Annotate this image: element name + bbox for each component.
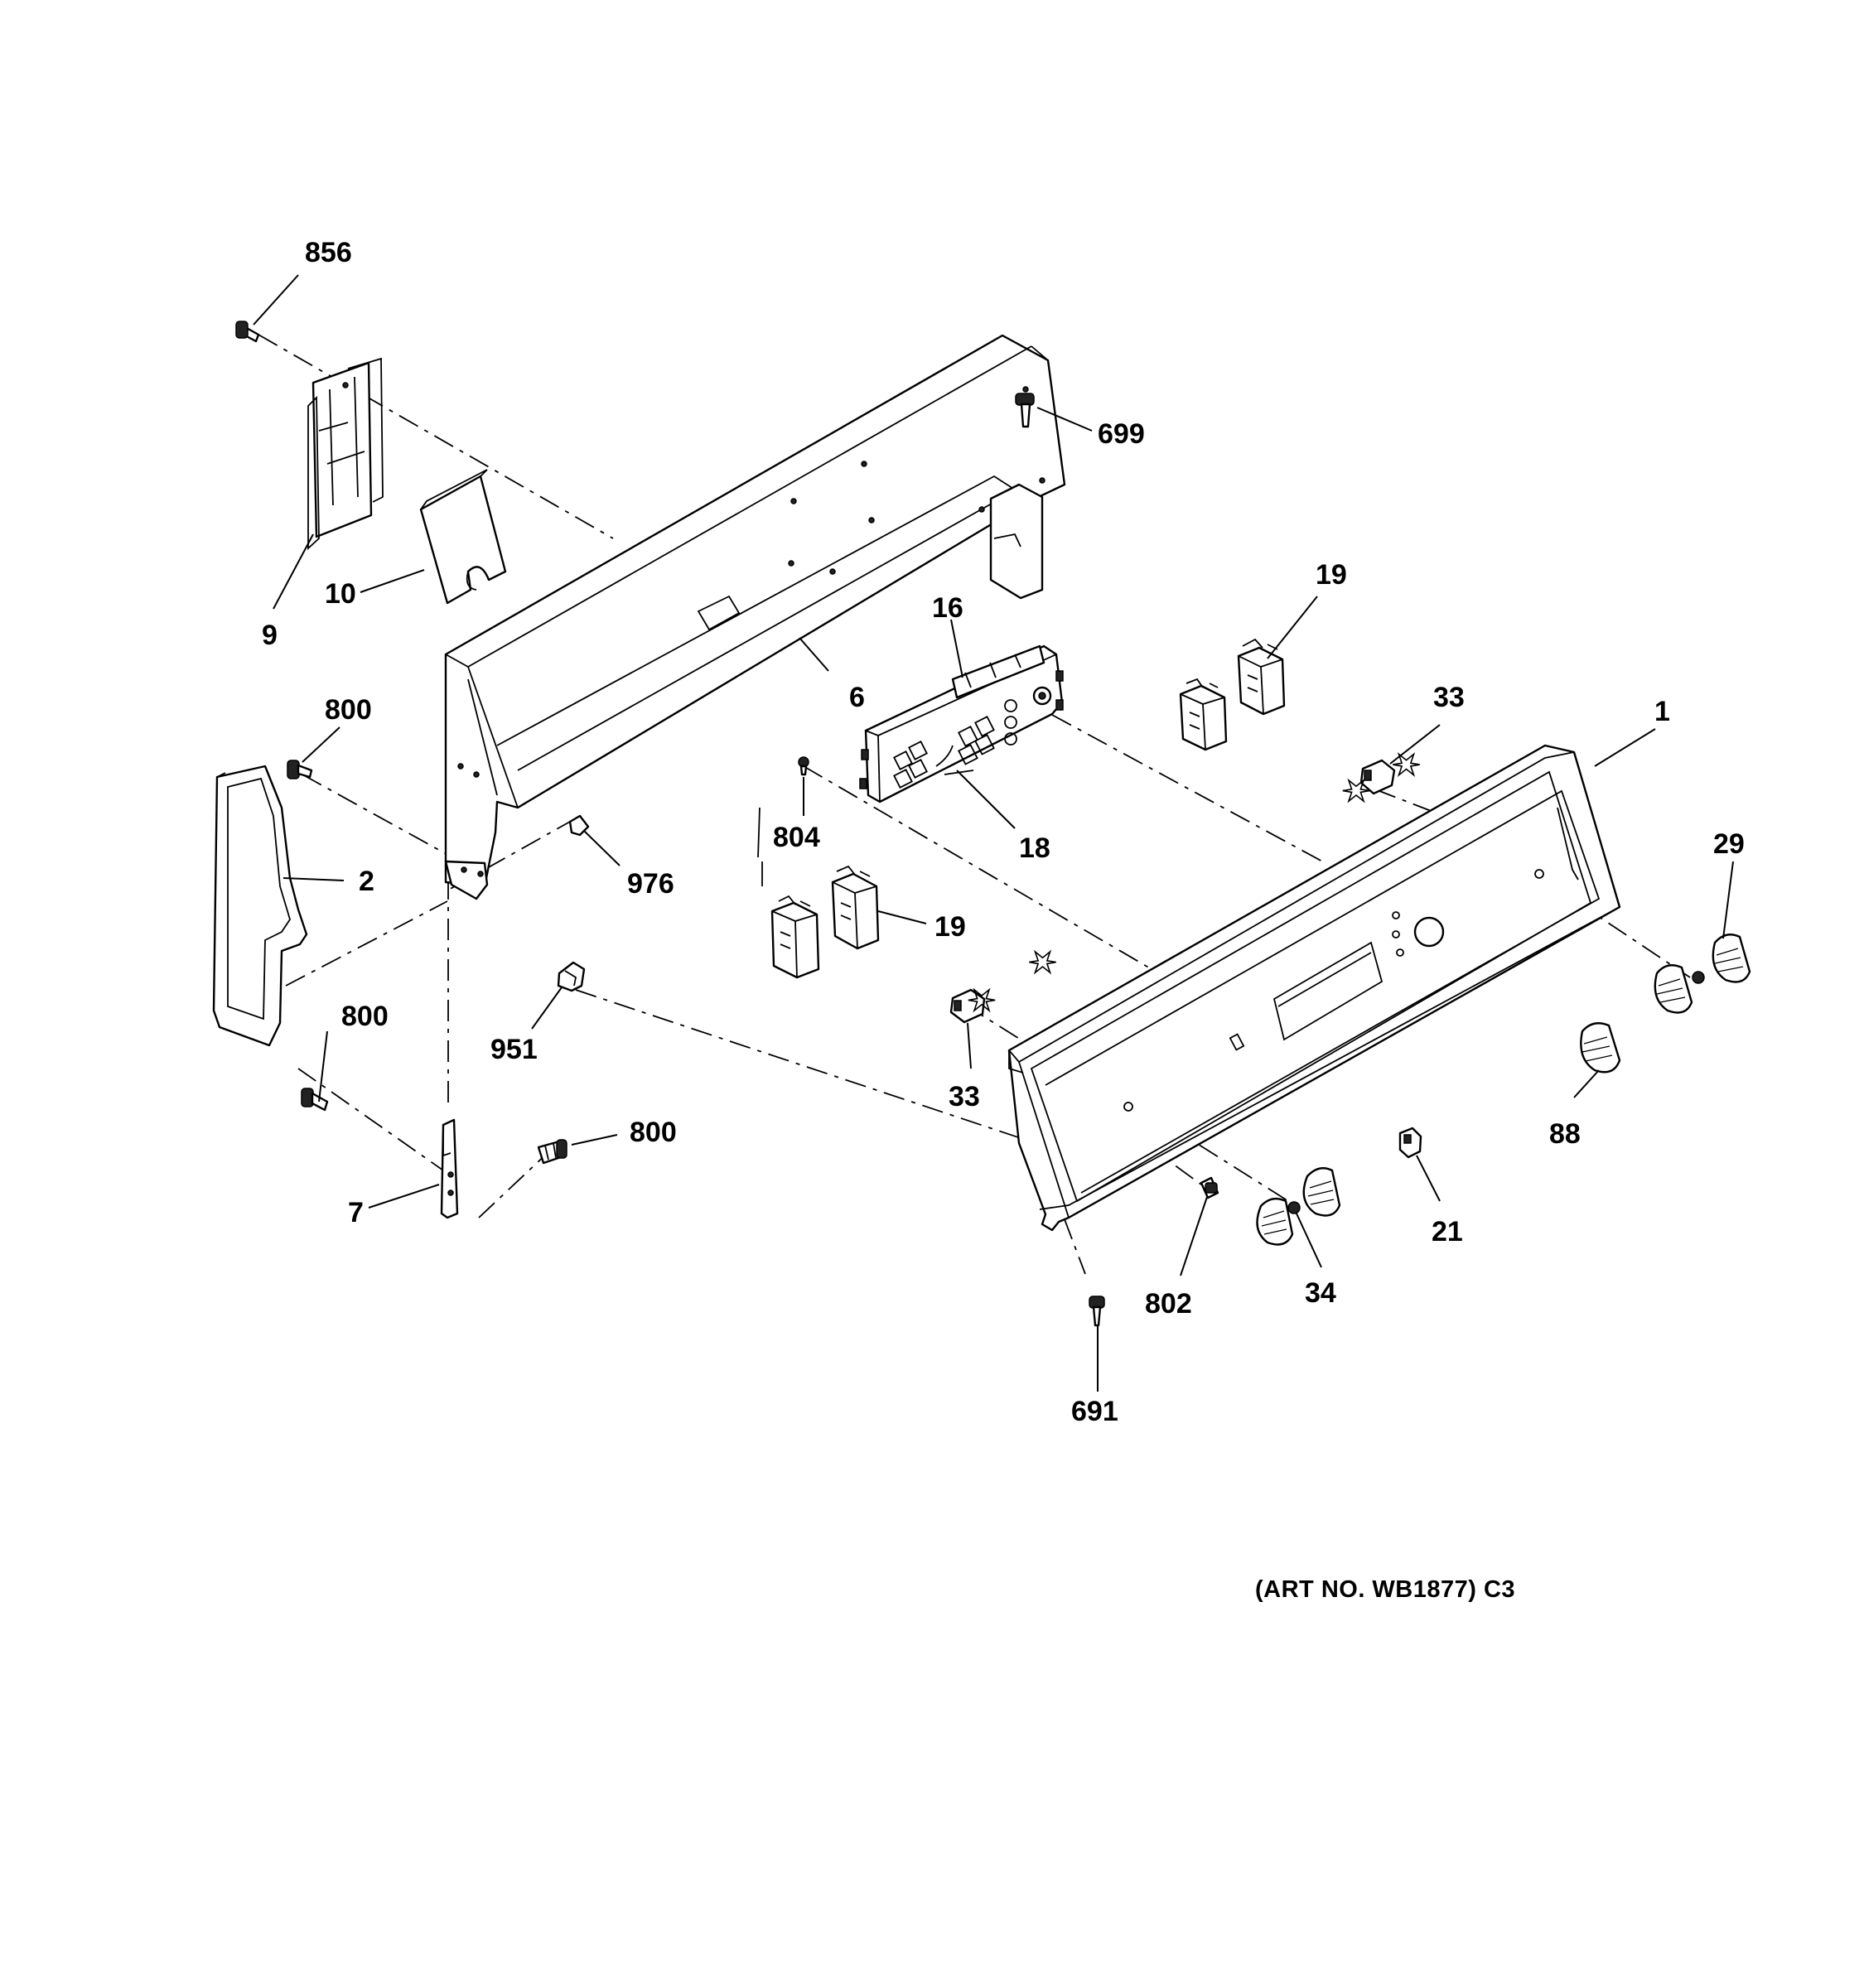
callout-2: 2 [359, 866, 374, 897]
clip-951 [557, 961, 586, 992]
callout-33-upper: 33 [1433, 682, 1465, 713]
control-board-16 [859, 644, 1064, 803]
callout-804: 804 [773, 822, 820, 853]
switch-33-lower [949, 988, 986, 1024]
shield-10 [419, 469, 507, 605]
callout-18: 18 [1019, 832, 1050, 864]
spring-clip-29 [1692, 971, 1705, 984]
callout-699: 699 [1098, 418, 1145, 450]
callout-856: 856 [305, 237, 352, 268]
knob-29-left [1654, 964, 1693, 1014]
knob-34-left [1256, 1197, 1294, 1246]
callout-labels: 856 699 9 10 6 16 19 33 1 800 2 976 804 … [262, 237, 1745, 1427]
housing-6 [444, 334, 1066, 900]
knob-88 [1580, 1022, 1621, 1074]
screw-691 [1089, 1296, 1105, 1327]
leader-lines [253, 274, 1734, 1392]
switch-19-upper-right [1237, 638, 1286, 716]
knob-34-right [1302, 1167, 1341, 1217]
callout-800-right: 800 [630, 1117, 677, 1148]
control-panel-1 [968, 744, 1621, 1232]
callout-800-middle: 800 [341, 1001, 389, 1032]
callout-21: 21 [1432, 1216, 1463, 1247]
callout-10: 10 [325, 578, 356, 610]
callout-19-upper: 19 [1316, 559, 1347, 591]
callout-16: 16 [932, 592, 963, 624]
callout-800-top: 800 [325, 694, 372, 726]
end-cap-2 [212, 765, 308, 1047]
screw-804 [798, 756, 809, 776]
screw-800-top [287, 760, 313, 779]
callout-951: 951 [490, 1034, 538, 1065]
callout-33-lower: 33 [949, 1081, 980, 1112]
screw-800-right [537, 1139, 567, 1165]
switch-19-lower-right [831, 865, 880, 950]
bracket-7 [440, 1118, 459, 1219]
screw-699 [1015, 393, 1035, 428]
clip-21 [1398, 1127, 1422, 1159]
panel-star-marks [968, 752, 1420, 1013]
callout-9: 9 [262, 620, 278, 651]
callout-6: 6 [849, 682, 865, 713]
screw-856 [235, 321, 260, 343]
spring-clip-34 [1287, 1201, 1301, 1214]
callout-7: 7 [348, 1197, 364, 1228]
switch-19-upper-left [1179, 678, 1228, 751]
callout-691: 691 [1071, 1396, 1118, 1427]
callout-802: 802 [1145, 1288, 1192, 1320]
screw-802 [1200, 1176, 1219, 1199]
switch-19-lower-left [770, 895, 820, 979]
callout-34: 34 [1305, 1277, 1336, 1309]
art-number: (ART NO. WB1877) C3 [1255, 1576, 1515, 1603]
callout-19-lower: 19 [934, 911, 966, 943]
bracket-9 [307, 357, 384, 551]
knob-29-right [1712, 934, 1751, 983]
callout-1: 1 [1654, 696, 1670, 727]
callout-29: 29 [1713, 828, 1745, 860]
callout-88: 88 [1549, 1118, 1581, 1150]
switch-33-upper [1359, 759, 1396, 795]
screw-800-middle [301, 1088, 329, 1112]
callout-976: 976 [627, 868, 674, 900]
